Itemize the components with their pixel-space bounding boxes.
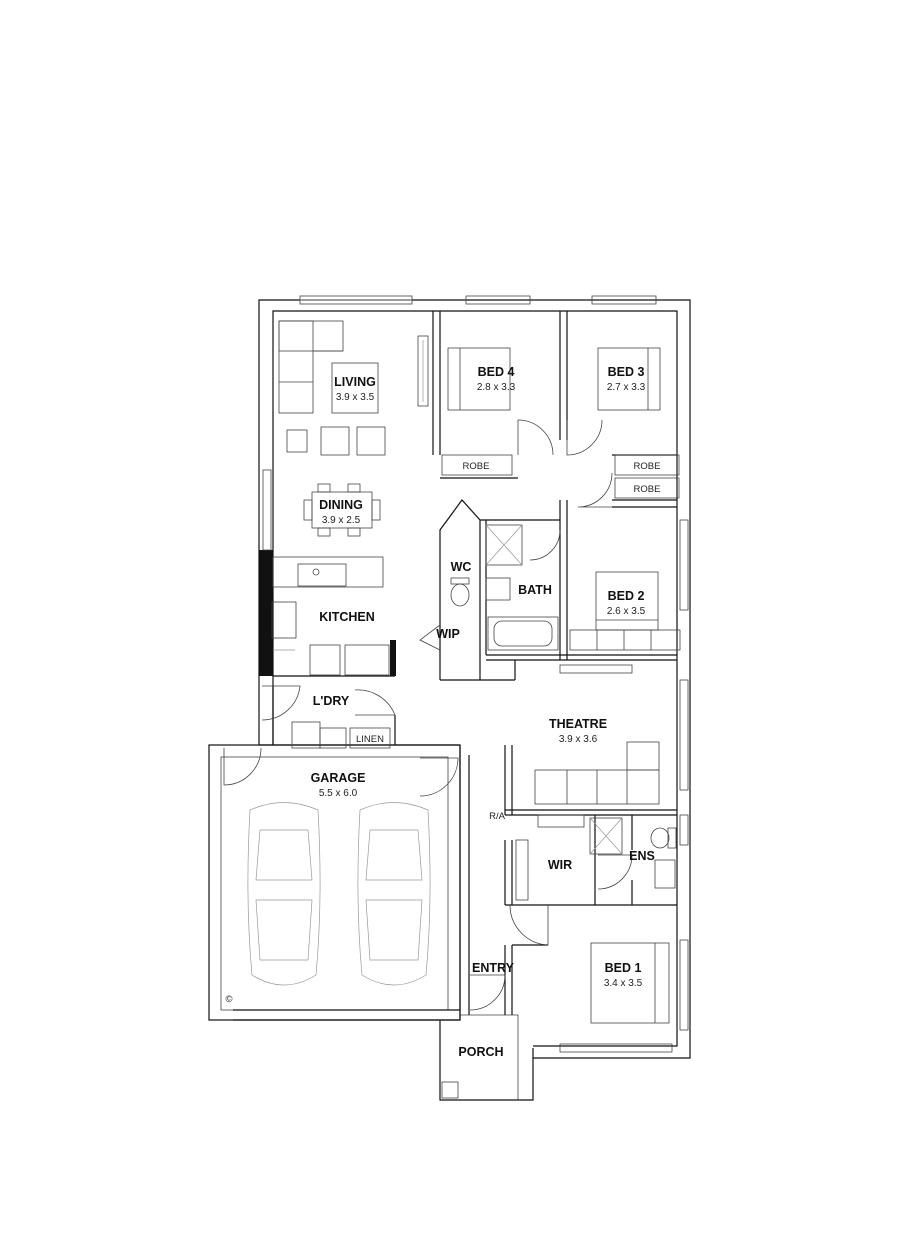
ens-label: ENS <box>629 849 655 863</box>
garage-label: GARAGE <box>311 771 366 785</box>
bed3-label: BED 3 <box>608 365 645 379</box>
bath-label: BATH <box>518 583 552 597</box>
bed1-label: BED 1 <box>605 961 642 975</box>
bed3-dims: 2.7 x 3.3 <box>607 382 646 393</box>
interior-walls <box>272 311 677 1015</box>
living-dims: 3.9 x 3.5 <box>336 392 375 403</box>
ldry-label: L'DRY <box>313 694 350 708</box>
theatre-dims: 3.9 x 3.6 <box>559 734 598 745</box>
windows <box>262 295 689 1053</box>
garage-dims: 5.5 x 6.0 <box>319 788 358 799</box>
porch-label: PORCH <box>458 1045 503 1059</box>
bed1-dims: 3.4 x 3.5 <box>604 978 643 989</box>
dining-dims: 3.9 x 2.5 <box>322 515 361 526</box>
wir-label: WIR <box>548 858 572 872</box>
outer-walls <box>208 299 691 1101</box>
robe-bed2-label: ROBE <box>634 484 661 495</box>
furniture <box>247 320 681 1024</box>
door-swings <box>223 419 633 1011</box>
copyright-symbol: © <box>226 994 233 1005</box>
room-labels: LIVING 3.9 x 3.5 BED 4 2.8 x 3.3 BED 3 2… <box>226 365 661 1059</box>
bed4-label: BED 4 <box>478 365 515 379</box>
bed2-label: BED 2 <box>608 589 645 603</box>
wc-label: WC <box>451 560 472 574</box>
wip-label: WIP <box>436 627 460 641</box>
kitchen-label: KITCHEN <box>319 610 375 624</box>
entry-label: ENTRY <box>472 961 515 975</box>
ra-label: R/A <box>489 811 506 822</box>
bed4-dims: 2.8 x 3.3 <box>477 382 516 393</box>
linen-label: LINEN <box>356 734 384 745</box>
theatre-label: THEATRE <box>549 717 607 731</box>
robe-bed3-label: ROBE <box>634 461 661 472</box>
dining-label: DINING <box>319 498 363 512</box>
robe-bed4-label: ROBE <box>463 461 490 472</box>
living-label: LIVING <box>334 375 376 389</box>
bed2-dims: 2.6 x 3.5 <box>607 606 646 617</box>
